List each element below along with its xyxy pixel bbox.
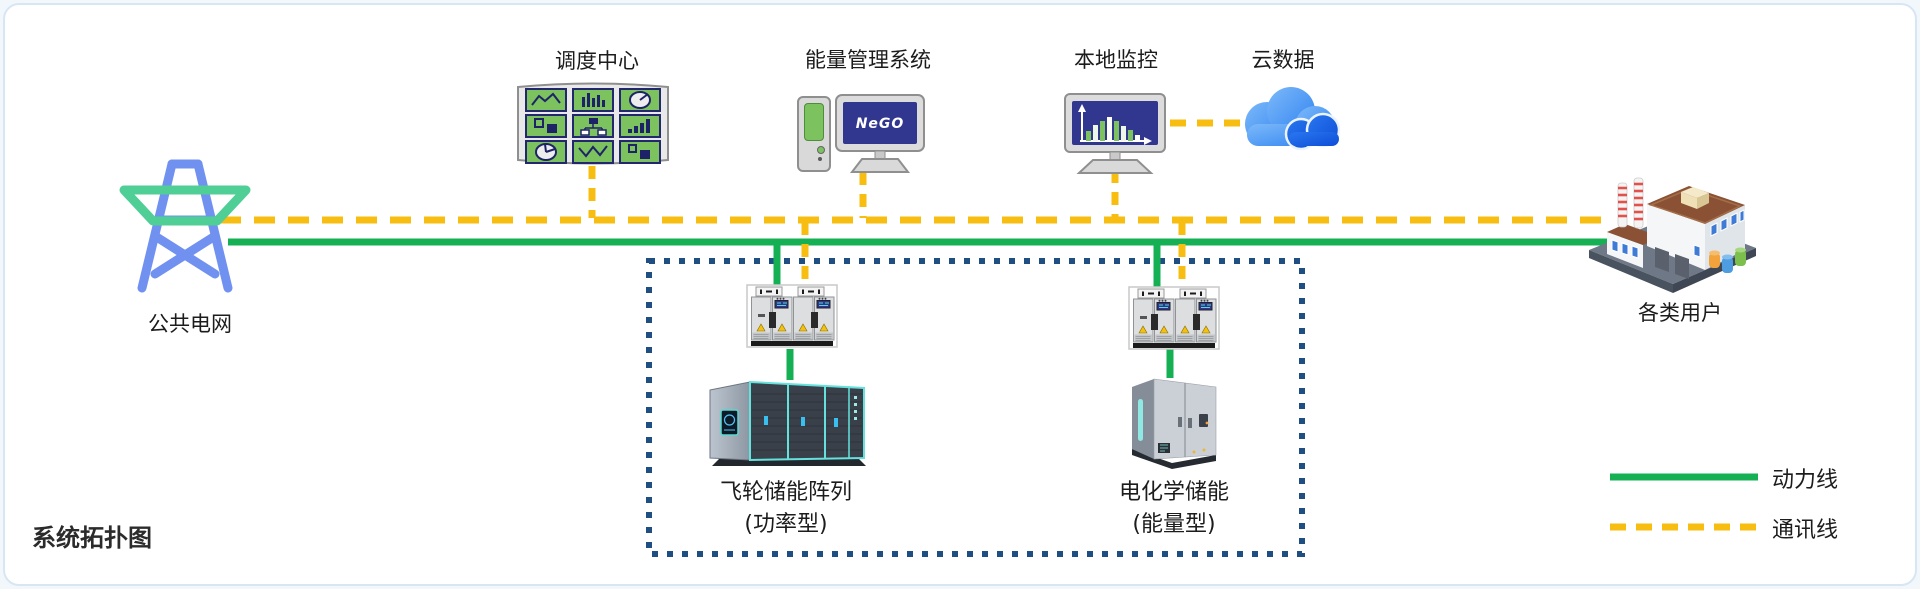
- pcs-converter-left: [746, 284, 838, 352]
- dispatch-label: 调度中心: [555, 49, 639, 73]
- legend-comm-label: 通讯线: [1772, 518, 1839, 543]
- tank-icons: [1709, 247, 1746, 273]
- growth-bars-icon: [628, 119, 650, 133]
- flywheel-storage-icon: [709, 380, 866, 466]
- squares-icon: [628, 144, 650, 159]
- pie-chart-icon: [629, 91, 651, 109]
- factory-icon: [1589, 177, 1756, 293]
- zigzag-chart-icon: [578, 145, 608, 158]
- battery-storage-icon: [1132, 378, 1217, 469]
- tower-button: [817, 146, 825, 154]
- ems-computer-tower: [797, 96, 831, 172]
- ems-label: 能量管理系统: [805, 48, 931, 72]
- transmission-tower-icon: [119, 159, 251, 293]
- window-icons: [1611, 209, 1745, 259]
- battery-label: 电化学储能: [1118, 480, 1230, 505]
- chimney-icons: [1617, 177, 1644, 229]
- squares-icon: [534, 118, 557, 133]
- network-icon: [580, 118, 607, 136]
- users-label: 各类用户: [1638, 301, 1722, 325]
- legend-power-label: 动力线: [1772, 468, 1839, 493]
- pie-quarter-icon: [535, 143, 557, 161]
- cloud-icon: [1245, 87, 1341, 151]
- dispatch-screen-wall: [516, 79, 670, 168]
- flywheel-sublabel: (功率型): [744, 512, 828, 537]
- local-monitor-screen: [1064, 93, 1166, 174]
- legend-power-line-swatch: [1610, 473, 1758, 481]
- grid-label: 公共电网: [148, 312, 232, 336]
- bar-chart-icon: [582, 93, 605, 107]
- tower-led: [818, 157, 822, 161]
- ems-screen-text: NeGO: [856, 116, 905, 132]
- wall-tiles: [525, 88, 661, 164]
- legend-comm-line-swatch: [1610, 523, 1758, 531]
- battery-sublabel: (能量型): [1132, 512, 1216, 537]
- cloud-label: 云数据: [1251, 48, 1315, 72]
- monitor-bar-chart-icon: [1078, 104, 1152, 145]
- ems-monitor: NeGO: [835, 94, 925, 173]
- pcs-converter-right: [1128, 286, 1220, 354]
- line-chart-icon: [531, 92, 561, 106]
- flywheel-label: 飞轮储能阵列: [719, 480, 853, 505]
- local-monitor-label: 本地监控: [1074, 48, 1158, 72]
- tower-front-panel: [804, 103, 824, 141]
- page-title: 系统拓扑图: [32, 524, 152, 552]
